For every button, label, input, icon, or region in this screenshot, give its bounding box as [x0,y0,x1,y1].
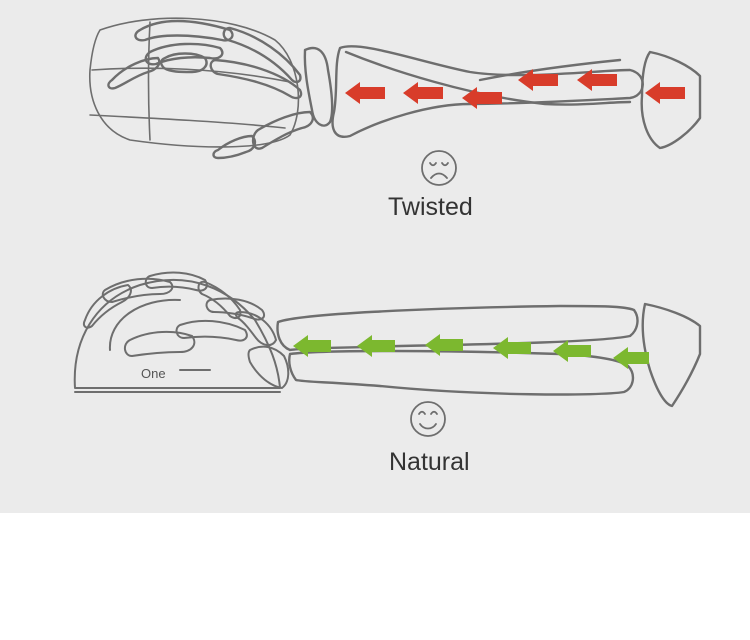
natural-illustration [73,271,702,437]
twisted-arrow-3 [462,87,502,109]
natural-arrow-3 [425,334,463,356]
natural-arrow-1 [293,335,331,357]
flat-hand-bones [107,19,334,160]
twisted-arrow-6 [645,82,685,104]
blank-footer-area [0,513,750,640]
twisted-forearm-bones [331,45,702,150]
natural-arrow-4 [493,337,531,359]
twisted-illustration [89,17,702,186]
natural-arrow-5 [553,340,591,362]
natural-arrows [293,334,649,369]
twisted-arrows [345,69,685,109]
twisted-arrow-4 [518,69,558,91]
diagram-panel [0,0,750,513]
natural-arrow-2 [357,335,395,357]
natural-hand-bones [82,271,290,389]
flat-mouse-icon [89,17,300,148]
twisted-arrow-2 [403,82,443,104]
twisted-arrow-5 [577,69,617,91]
mouse-brand-label: One [141,366,166,381]
sad-face-icon [421,150,457,186]
smile-face-icon [410,401,446,437]
twisted-caption: Twisted [388,193,473,221]
natural-caption: Natural [389,448,470,476]
twisted-arrow-1 [345,82,385,104]
natural-arrow-6 [613,347,649,369]
